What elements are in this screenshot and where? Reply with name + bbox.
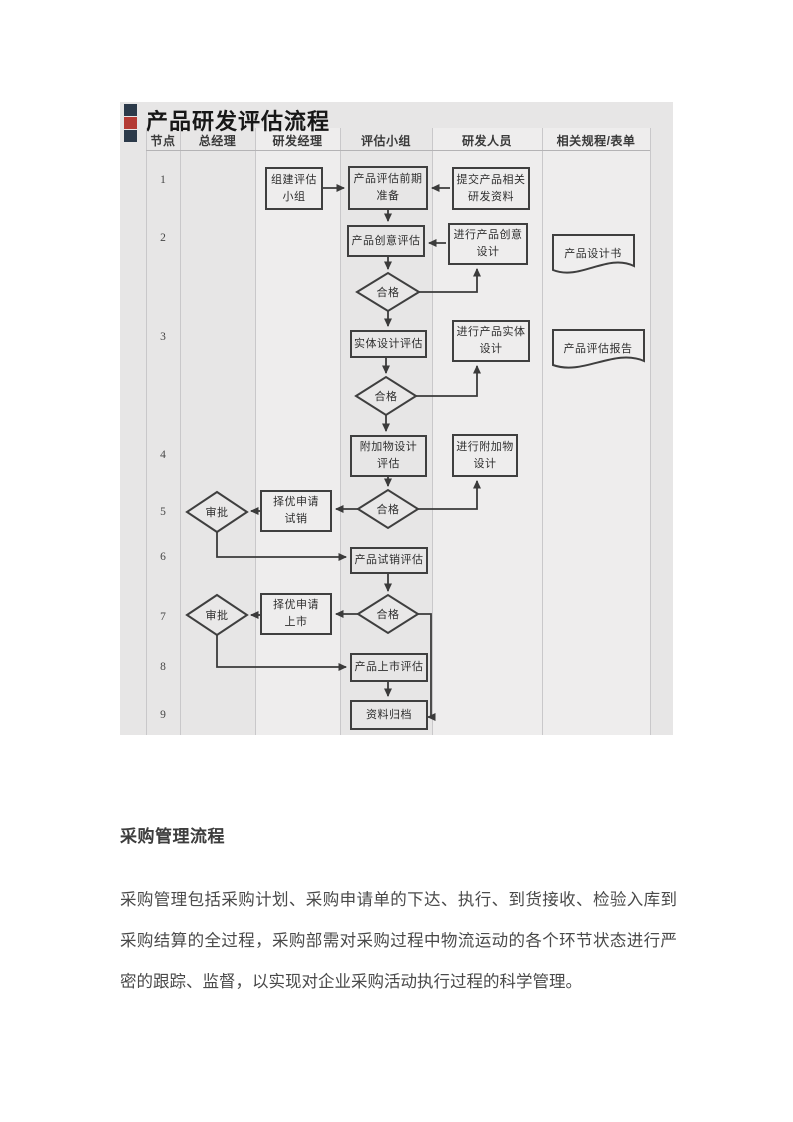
box-launch-eval: 产品上市评估 xyxy=(350,653,428,682)
column-header-rd-mgr: 研发经理 xyxy=(272,133,323,148)
box-label: 进行产品实体 xyxy=(456,326,526,338)
decision-label-pass: 合格 xyxy=(376,287,400,299)
section-heading: 采购管理流程 xyxy=(120,827,225,846)
decision-approve-1 xyxy=(185,490,249,534)
title-bullet-icon xyxy=(124,104,137,116)
node-number: 4 xyxy=(160,449,166,461)
title-bullet-icon xyxy=(124,117,137,129)
column-header-eval-team: 评估小组 xyxy=(360,133,411,148)
document-eval-report xyxy=(552,329,645,369)
decision-label-approve: 审批 xyxy=(205,610,229,622)
box-label: 研发资料 xyxy=(468,190,514,203)
box-label: 产品试销评估 xyxy=(354,554,424,566)
node-number: 1 xyxy=(160,174,166,186)
column-header-rd-staff: 研发人员 xyxy=(461,133,512,148)
column-header-docs: 相关规程/表单 xyxy=(556,133,636,148)
box-entity-design: 进行产品实体 设计 xyxy=(452,320,530,362)
box-addon-eval: 附加物设计 评估 xyxy=(350,435,427,477)
box-label: 设计 xyxy=(479,343,503,355)
box-label: 择优申请 xyxy=(273,599,319,611)
node-number: 2 xyxy=(160,232,166,244)
box-entity-eval: 实体设计评估 xyxy=(350,330,427,358)
flowchart-panel: 产品研发评估流程 节点 总经理 研发经理 评估小组 研发人员 相关规程/表单 1… xyxy=(120,102,673,735)
node-number: 9 xyxy=(160,709,166,721)
box-apply-trial: 择优申请 试销 xyxy=(260,490,332,532)
box-archive: 资料归档 xyxy=(350,700,428,730)
box-label: 评估 xyxy=(377,458,400,470)
decision-approve-2 xyxy=(185,593,249,637)
box-submit-materials: 提交产品相关 研发资料 xyxy=(452,167,530,210)
box-addon-design: 进行附加物 设计 xyxy=(452,434,518,477)
box-idea-design: 进行产品创意 设计 xyxy=(448,223,528,265)
box-trial-eval: 产品试销评估 xyxy=(350,547,428,574)
box-label: 设计 xyxy=(473,457,497,470)
lane-shade-docs xyxy=(542,128,650,735)
decision-diamonds xyxy=(185,271,421,637)
paragraph-line: 采购结算的全过程，采购部需对采购过程中物流运动的各个环节状态进行严 xyxy=(120,932,677,950)
box-label: 小组 xyxy=(282,190,306,203)
paragraph-line: 采购管理包括采购计划、采购申请单的下达、执行、到货接收、检验入库到 xyxy=(120,891,677,909)
box-label: 试销 xyxy=(284,513,308,525)
box-label: 提交产品相关 xyxy=(456,173,526,186)
flowchart-canvas xyxy=(146,128,651,735)
box-label: 择优申请 xyxy=(273,496,319,508)
title-bullet-icon xyxy=(124,130,137,142)
box-label: 准备 xyxy=(376,190,400,202)
box-label: 产品评估前期 xyxy=(353,173,423,185)
box-label: 资料归档 xyxy=(366,708,412,721)
decision-label-pass: 合格 xyxy=(374,391,398,403)
box-form-team: 组建评估 小组 xyxy=(265,167,323,210)
box-label: 实体设计评估 xyxy=(354,337,423,350)
column-header-node: 节点 xyxy=(150,133,176,148)
flow-arrows xyxy=(216,184,481,721)
box-label: 附加物设计 xyxy=(359,441,418,453)
swimlane-grid xyxy=(146,128,651,735)
node-number: 7 xyxy=(160,611,166,623)
document-design-doc xyxy=(552,234,635,274)
document-label-eval-report: 产品评估报告 xyxy=(563,343,633,355)
lane-shade-rd-staff xyxy=(432,128,542,735)
box-label: 产品创意评估 xyxy=(351,234,421,247)
node-number: 8 xyxy=(160,661,166,673)
box-label: 上市 xyxy=(284,616,308,628)
box-label: 产品上市评估 xyxy=(354,661,424,673)
decision-label-approve: 审批 xyxy=(205,507,229,519)
box-label: 进行附加物 xyxy=(456,440,514,453)
document-label-design-doc: 产品设计书 xyxy=(564,248,622,260)
box-idea-eval: 产品创意评估 xyxy=(347,225,425,257)
document-shapes xyxy=(552,234,645,369)
section-paragraph: 采购管理包括采购计划、采购申请单的下达、执行、到货接收、检验入库到 采购结算的全… xyxy=(120,880,677,1003)
box-apply-launch: 择优申请 上市 xyxy=(260,593,332,635)
node-number: 3 xyxy=(160,331,166,343)
box-label: 组建评估 xyxy=(271,173,317,186)
paragraph-line: 密的跟踪、监督，以实现对企业采购活动执行过程的科学管理。 xyxy=(120,973,582,991)
box-label: 进行产品创意 xyxy=(453,229,523,241)
box-label: 设计 xyxy=(476,246,500,258)
box-pre-eval: 产品评估前期 准备 xyxy=(348,166,428,210)
node-number: 6 xyxy=(160,551,166,563)
column-header-gm: 总经理 xyxy=(198,133,237,148)
flowchart-title: 产品研发评估流程 xyxy=(146,109,331,134)
decision-label-pass: 合格 xyxy=(376,504,400,516)
node-number: 5 xyxy=(160,506,166,518)
decision-label-pass: 合格 xyxy=(376,609,400,621)
